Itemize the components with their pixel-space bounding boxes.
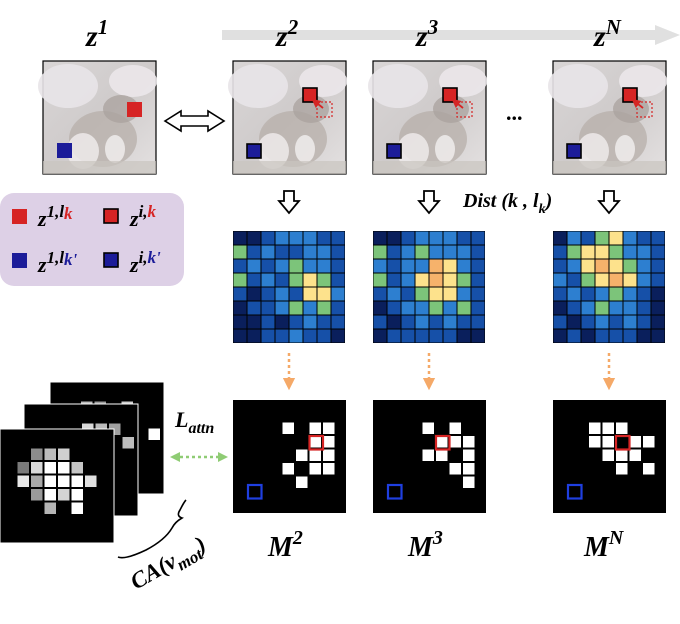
attention-loss-arrow [170, 452, 228, 462]
legend-item-z1-lk: z1,lk [12, 202, 73, 231]
mask-highlight-k [434, 434, 451, 451]
svg-text:z1,lk': z1,lk' [37, 248, 78, 277]
mask-label-MN: MN [583, 527, 625, 563]
down-arrow-1 [277, 190, 301, 215]
heatmap-to-mask-arrows [282, 353, 616, 391]
legend: z1,lk zi,k z1,lk' zi,k' [0, 193, 184, 286]
frame-title-zN: zN [593, 15, 622, 53]
down-arrow-2 [417, 190, 441, 215]
matched-point-k-prime [566, 143, 582, 159]
reference-location [636, 101, 653, 118]
mask-highlight-k-prime [566, 483, 583, 500]
legend-item-zi-k-prime: zi,k' [103, 248, 161, 277]
down-arrow-3 [597, 190, 621, 215]
cross-attention-map-3 [0, 428, 115, 544]
matched-point-k [302, 87, 318, 103]
mask-highlight-k [308, 434, 325, 451]
legend-item-z1-lk-prime: z1,lk' [12, 248, 78, 277]
matched-point-k [622, 87, 638, 103]
loss-label: Lattn [174, 407, 214, 437]
similarity-heatmap-2 [373, 231, 485, 343]
displacement-arrow [451, 98, 464, 109]
video-frame-1 [38, 60, 157, 175]
svg-text:z1,lk: z1,lk [37, 202, 73, 231]
query-point-k [127, 102, 142, 117]
matched-point-k-prime [386, 143, 402, 159]
mask-highlight-k [614, 434, 631, 451]
frame-title-z1: z1 [85, 15, 108, 53]
similarity-heatmap-1 [233, 231, 345, 343]
svg-text:zi,k': zi,k' [129, 248, 161, 277]
mask-highlight-k-prime [386, 483, 403, 500]
matched-point-k [442, 87, 458, 103]
frames-ellipsis: ... [506, 100, 523, 125]
frame-title-z3: z3 [415, 15, 438, 53]
reference-location [316, 101, 333, 118]
svg-text:zi,k: zi,k [129, 202, 157, 231]
video-frame-4 [548, 60, 667, 175]
reference-location [456, 101, 473, 118]
correspondence-double-arrow [163, 109, 226, 133]
motion-mask-2 [373, 400, 486, 513]
displacement-arrow [311, 98, 324, 109]
query-point-k-prime [57, 143, 72, 158]
legend-item-zi-k: zi,k [103, 202, 157, 231]
frame-title-z2: z2 [275, 15, 299, 53]
similarity-heatmap-3 [553, 231, 665, 343]
displacement-arrow [631, 98, 644, 109]
mask-highlight-k-prime [246, 483, 263, 500]
video-frame-3 [368, 60, 487, 175]
ca-label: CA(vmot) [126, 531, 213, 598]
mask-label-M3: M3 [407, 527, 443, 563]
matched-point-k-prime [246, 143, 262, 159]
video-frame-2 [228, 60, 347, 175]
progress-arrow [222, 25, 680, 45]
dist-label: Dist (k , lk) [462, 190, 552, 217]
mask-label-M2: M2 [267, 527, 303, 563]
ca-brace [117, 499, 187, 559]
motion-mask-1 [233, 400, 346, 513]
motion-mask-3 [553, 400, 666, 513]
